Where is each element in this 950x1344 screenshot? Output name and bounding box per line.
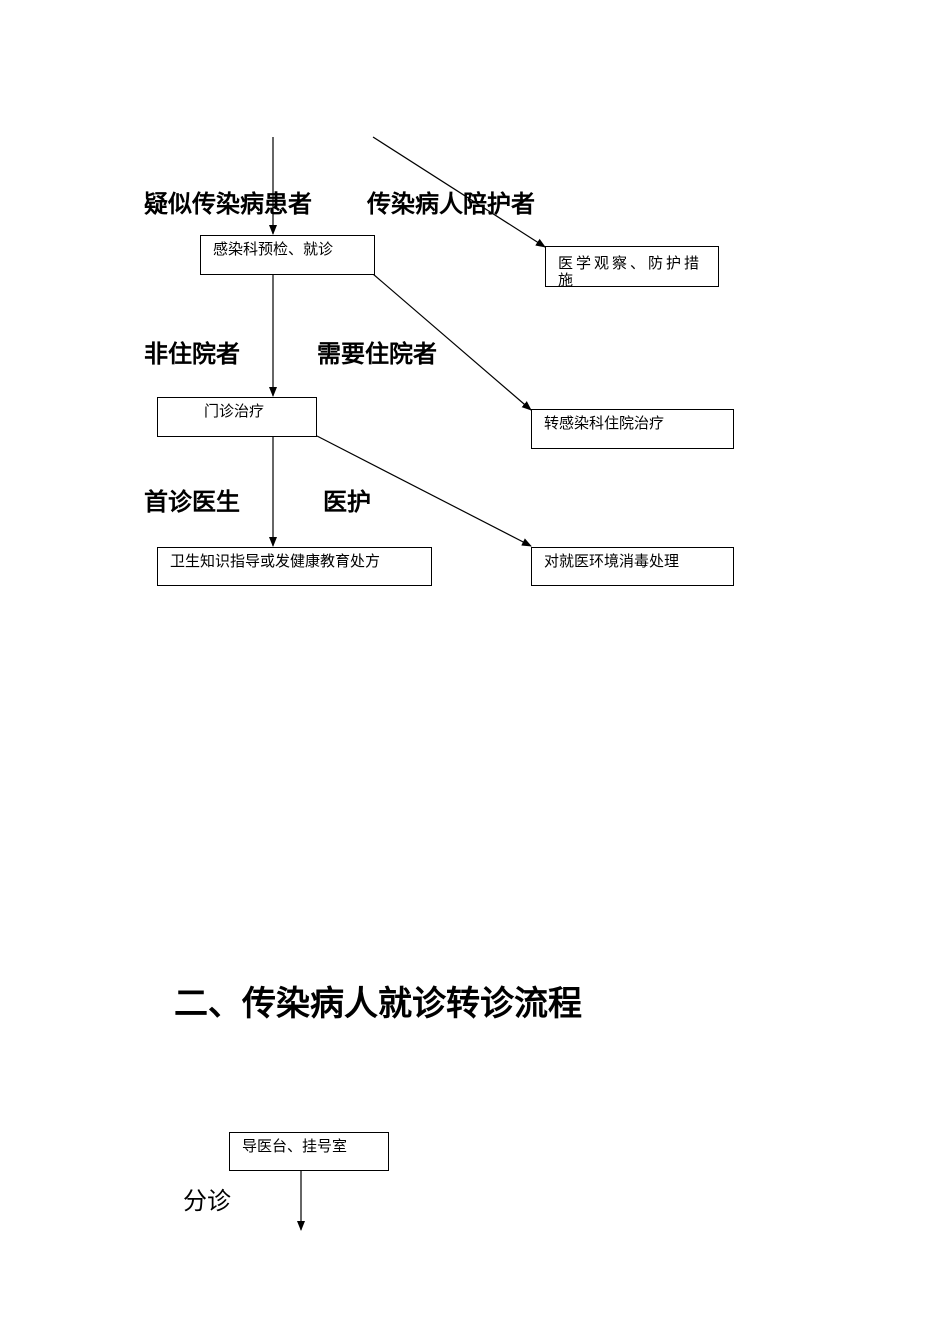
- label-first-doctor: 首诊医生: [144, 488, 240, 516]
- box-outpatient: 门诊治疗: [157, 397, 317, 437]
- label-triage: 分诊: [183, 1187, 231, 1215]
- label-need-inpatient: 需要住院者: [317, 340, 437, 368]
- label-non-inpatient: 非住院者: [144, 340, 240, 368]
- arrow-to-disinfection: [316, 435, 532, 547]
- label-patient-companion: 传染病人陪护者: [367, 190, 535, 218]
- label-suspected-patient: 疑似传染病患者: [144, 190, 312, 218]
- section-title: 二、传染病人就诊转诊流程: [174, 984, 582, 1024]
- box-transfer-inpatient: 转感染科住院治疗: [531, 409, 734, 449]
- box-disinfection: 对就医环境消毒处理: [531, 547, 734, 586]
- box-health-education: 卫生知识指导或发健康教育处方: [157, 547, 432, 586]
- box-guide-desk: 导医台、挂号室: [229, 1132, 389, 1171]
- box-medical-observation: 医学观察、防护措施: [545, 246, 719, 287]
- box-precheck: 感染科预检、就诊: [200, 235, 375, 275]
- arrow-to-transfer: [372, 273, 532, 411]
- arrow-to-observation: [372, 136, 546, 248]
- label-nursing: 医护: [323, 488, 371, 516]
